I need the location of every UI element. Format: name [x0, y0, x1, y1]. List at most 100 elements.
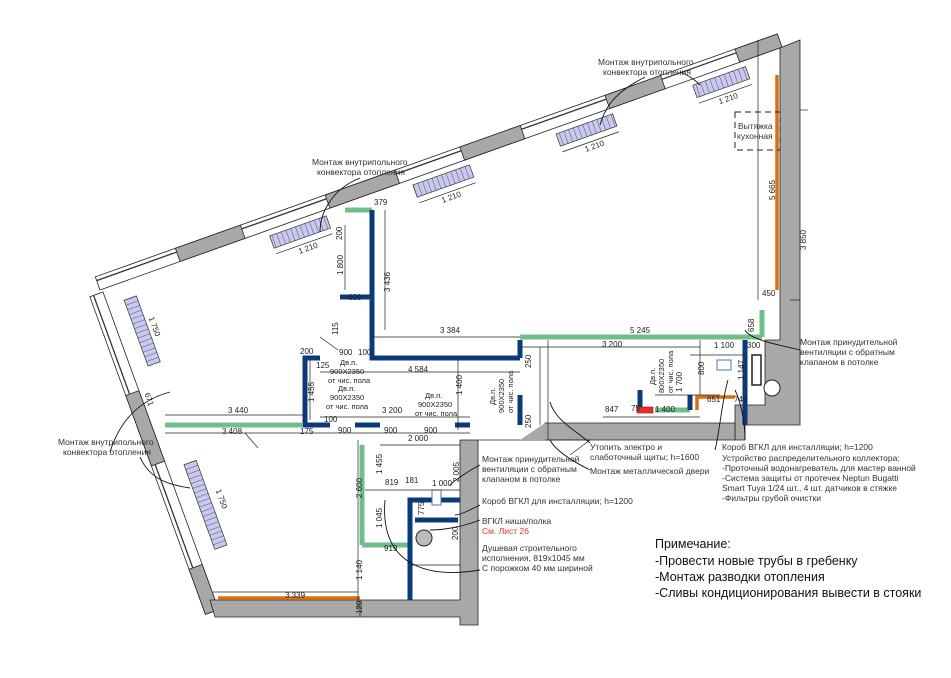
general-notes: Примечание: -Провести новые трубы в греб…: [655, 537, 921, 600]
svg-text:100: 100: [324, 415, 338, 424]
svg-text:1 400: 1 400: [455, 374, 464, 395]
svg-text:ВГКЛ ниша/полка: ВГКЛ ниша/полка: [482, 516, 552, 526]
heating-line: [695, 395, 735, 410]
svg-text:651: 651: [707, 395, 721, 404]
svg-text:Монтаж металлической двери: Монтаж металлической двери: [590, 466, 710, 476]
svg-text:2 600: 2 600: [355, 477, 364, 498]
svg-text:3 436: 3 436: [383, 271, 392, 292]
window-frames: [96, 52, 737, 282]
svg-text:3 384: 3 384: [440, 326, 461, 335]
top-exterior-wall: 1 210 1 210 1 210 1 210: [94, 33, 783, 291]
svg-text:250: 250: [524, 354, 533, 368]
svg-text:175: 175: [300, 427, 314, 436]
svg-text:775: 775: [417, 501, 426, 515]
svg-text:100: 100: [358, 348, 372, 357]
svg-text:379: 379: [374, 198, 388, 207]
exterior-walls: [209, 39, 801, 626]
svg-text:919: 919: [384, 544, 398, 553]
svg-text:2 005: 2 005: [452, 461, 461, 482]
svg-text:1 100: 1 100: [714, 341, 735, 350]
svg-text:1 400: 1 400: [655, 405, 676, 414]
notes-title: Примечание:: [655, 537, 731, 551]
svg-text:847: 847: [605, 405, 619, 414]
svg-text:Дв.п.900Х2350от чис. пола: Дв.п.900Х2350от чис. пола: [415, 391, 458, 418]
electrical-panel: [636, 406, 654, 414]
svg-text:3 408: 3 408: [222, 427, 243, 436]
drain-icon: [415, 529, 433, 547]
svg-text:75: 75: [631, 404, 640, 413]
svg-text:181: 181: [405, 476, 419, 485]
svg-text:Дв.п.800Х2350от чис. пола: Дв.п.800Х2350от чис. пола: [648, 350, 675, 393]
svg-text:658: 658: [747, 318, 756, 332]
svg-text:200: 200: [451, 526, 460, 540]
svg-text:1 147: 1 147: [737, 359, 746, 380]
note-item: -Монтаж разводки отопления: [655, 570, 825, 584]
svg-text:900: 900: [338, 426, 352, 435]
svg-text:1 455: 1 455: [307, 381, 316, 402]
svg-text:600: 600: [348, 293, 362, 302]
svg-text:250: 250: [524, 414, 533, 428]
svg-text:1 140: 1 140: [355, 559, 364, 580]
convector: [412, 164, 475, 198]
svg-text:749: 749: [734, 395, 748, 404]
kitchen-hood-outline: [734, 111, 781, 151]
svg-text:2 000: 2 000: [408, 434, 429, 443]
svg-text:1 045: 1 045: [375, 507, 384, 528]
note-item: -Провести новые трубы в гребенку: [655, 554, 858, 568]
dim-label: 1 210: [440, 190, 462, 205]
svg-text:Короб ВГКЛ для инсталляции; h=: Короб ВГКЛ для инсталляции; h=1200: [722, 442, 873, 452]
svg-text:5 665: 5 665: [768, 179, 777, 200]
svg-text:Дв.п.900Х2350от чис. пола: Дв.п.900Х2350от чис. пола: [328, 358, 371, 385]
svg-text:Короб ВГКЛ для инсталляции; h=: Короб ВГКЛ для инсталляции; h=1200: [482, 496, 633, 506]
svg-text:3 200: 3 200: [382, 406, 403, 415]
svg-text:200: 200: [300, 347, 314, 356]
convector: [269, 215, 332, 249]
svg-text:900: 900: [339, 348, 353, 357]
svg-text:115: 115: [331, 322, 340, 335]
partitions: [165, 207, 765, 600]
sheet-reference-link: См. Лист 26: [482, 526, 529, 536]
svg-text:Дв.п.900Х2350от чис. пола: Дв.п.900Х2350от чис. пола: [488, 370, 515, 413]
svg-text:800: 800: [697, 361, 706, 375]
note-item: -Сливы кондиционирования вывести в стояк…: [655, 586, 921, 600]
svg-text:300: 300: [747, 341, 761, 350]
convector: [183, 459, 228, 550]
convector: [692, 66, 751, 99]
svg-text:3 339: 3 339: [285, 591, 306, 600]
svg-text:Дв.п.900Х2350от чис. пола: Дв.п.900Х2350от чис. пола: [326, 384, 369, 411]
svg-text:200: 200: [335, 226, 344, 240]
svg-text:120: 120: [355, 600, 364, 614]
dim-label: 671: [143, 392, 156, 408]
riser-icon: [763, 379, 781, 397]
svg-text:1 455: 1 455: [375, 453, 384, 474]
convector: [555, 113, 618, 147]
svg-text:1 800: 1 800: [336, 254, 345, 275]
svg-text:3 200: 3 200: [602, 340, 623, 349]
svg-text:3 850: 3 850: [799, 229, 808, 250]
dim-label: 1 750: [214, 488, 229, 510]
svg-text:900: 900: [384, 426, 398, 435]
svg-text:450: 450: [762, 289, 776, 298]
svg-text:3 440: 3 440: [228, 406, 249, 415]
svg-text:125: 125: [316, 361, 330, 370]
svg-text:1 000: 1 000: [432, 479, 453, 488]
room-outlines: [165, 40, 808, 610]
ventilation-valve-icon: [716, 359, 732, 371]
leader-lines: [109, 71, 801, 573]
dim-label: 1 210: [717, 91, 739, 106]
svg-text:4 584: 4 584: [408, 365, 429, 374]
convector: [123, 295, 161, 367]
dim-label: 1 210: [584, 139, 606, 154]
svg-text:1 700: 1 700: [675, 371, 684, 392]
